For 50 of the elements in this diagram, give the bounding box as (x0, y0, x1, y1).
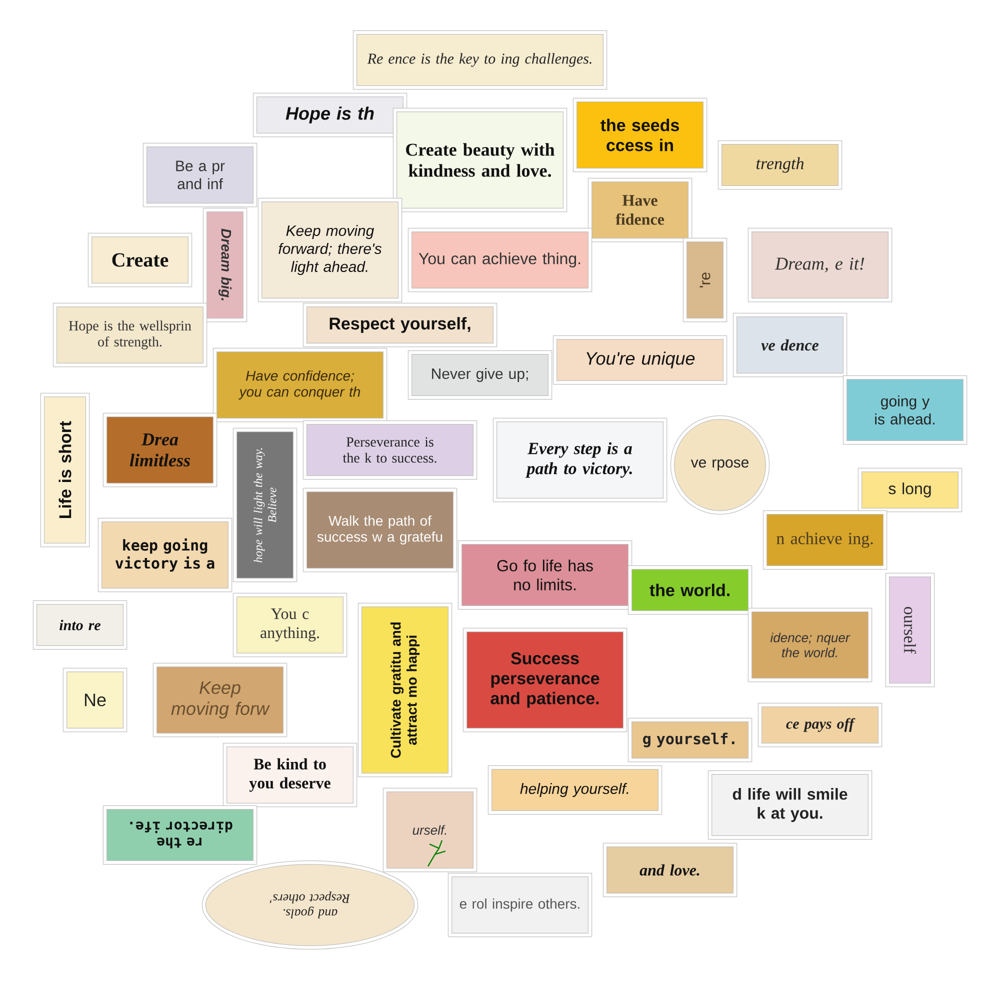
sticker: Every step is a path to victory. (492, 418, 668, 502)
sticker: Hope is the wellsprin of strength. (52, 302, 208, 368)
sticker: Create beauty with kindness and love. (392, 108, 568, 212)
sticker: Re ence is the key to ing challenges. (352, 30, 608, 90)
sticker: the world. (628, 565, 752, 615)
sticker: d life will smile k at you. (708, 770, 872, 840)
sticker: n achieve ing. (762, 510, 888, 570)
sticker: hope will light the way. Believe (232, 428, 298, 582)
sticker: Dream big. (202, 208, 248, 322)
sticker: and goals. Respect others' (202, 860, 418, 950)
sticker: ourself (885, 572, 935, 688)
sticker: Be kind to you deserve (222, 742, 358, 808)
sticker: ve rpose (670, 415, 770, 515)
sticker: the seeds ccess in (572, 98, 708, 172)
sticker: Respect yourself, (302, 302, 498, 348)
sticker: You're unique (552, 335, 728, 385)
sticker: Be a pr and inf (142, 142, 258, 208)
sticker: Keep moving forw (152, 662, 288, 738)
sticker: Hope is th (252, 92, 408, 138)
sticker: Have fidence (588, 178, 692, 242)
sticker: Drea limitless (102, 412, 218, 488)
sticker: Ne (62, 668, 128, 732)
sticker: Walk the path of success w a gratefu (302, 488, 458, 572)
sticker: ve dence (732, 312, 848, 378)
sticker: g yourself. (628, 718, 752, 762)
sticker: Never give up; (408, 350, 552, 400)
sticker: e rol inspire others. (448, 872, 592, 938)
sticker: s long (858, 468, 962, 512)
sticker: Create (88, 232, 192, 288)
sticker: Perseverance is the k to success. (302, 420, 478, 480)
sticker: and love. (602, 842, 738, 898)
sticker: into re (32, 600, 128, 650)
sticker: re the director ife. (102, 805, 258, 865)
sticker: Go fo life has no limits. (458, 540, 632, 610)
sticker: Have confidence; you can conquer th (212, 348, 388, 422)
sticker: helping yourself. (488, 765, 662, 815)
sticker: idence; nquer the world. (748, 608, 872, 682)
sticker: Keep moving forward; there's light ahead. (258, 198, 402, 302)
sticker: Cultivate gratitu and attract mo happi (358, 602, 452, 778)
sticker: 're (682, 238, 728, 322)
sticker: urself. (382, 788, 478, 872)
sticker: keep going victory is a (98, 518, 232, 592)
sticker: Life is short (40, 392, 90, 548)
sticker: Dream, e it! (748, 228, 892, 302)
sticker: ce pays off (758, 702, 882, 748)
sticker: Success perseverance and patience. (462, 628, 628, 732)
sticker: You can achieve thing. (408, 228, 592, 292)
sticker: You c anything. (232, 592, 348, 658)
sticker: trength (718, 140, 842, 190)
sticker: going y is ahead. (842, 375, 968, 445)
